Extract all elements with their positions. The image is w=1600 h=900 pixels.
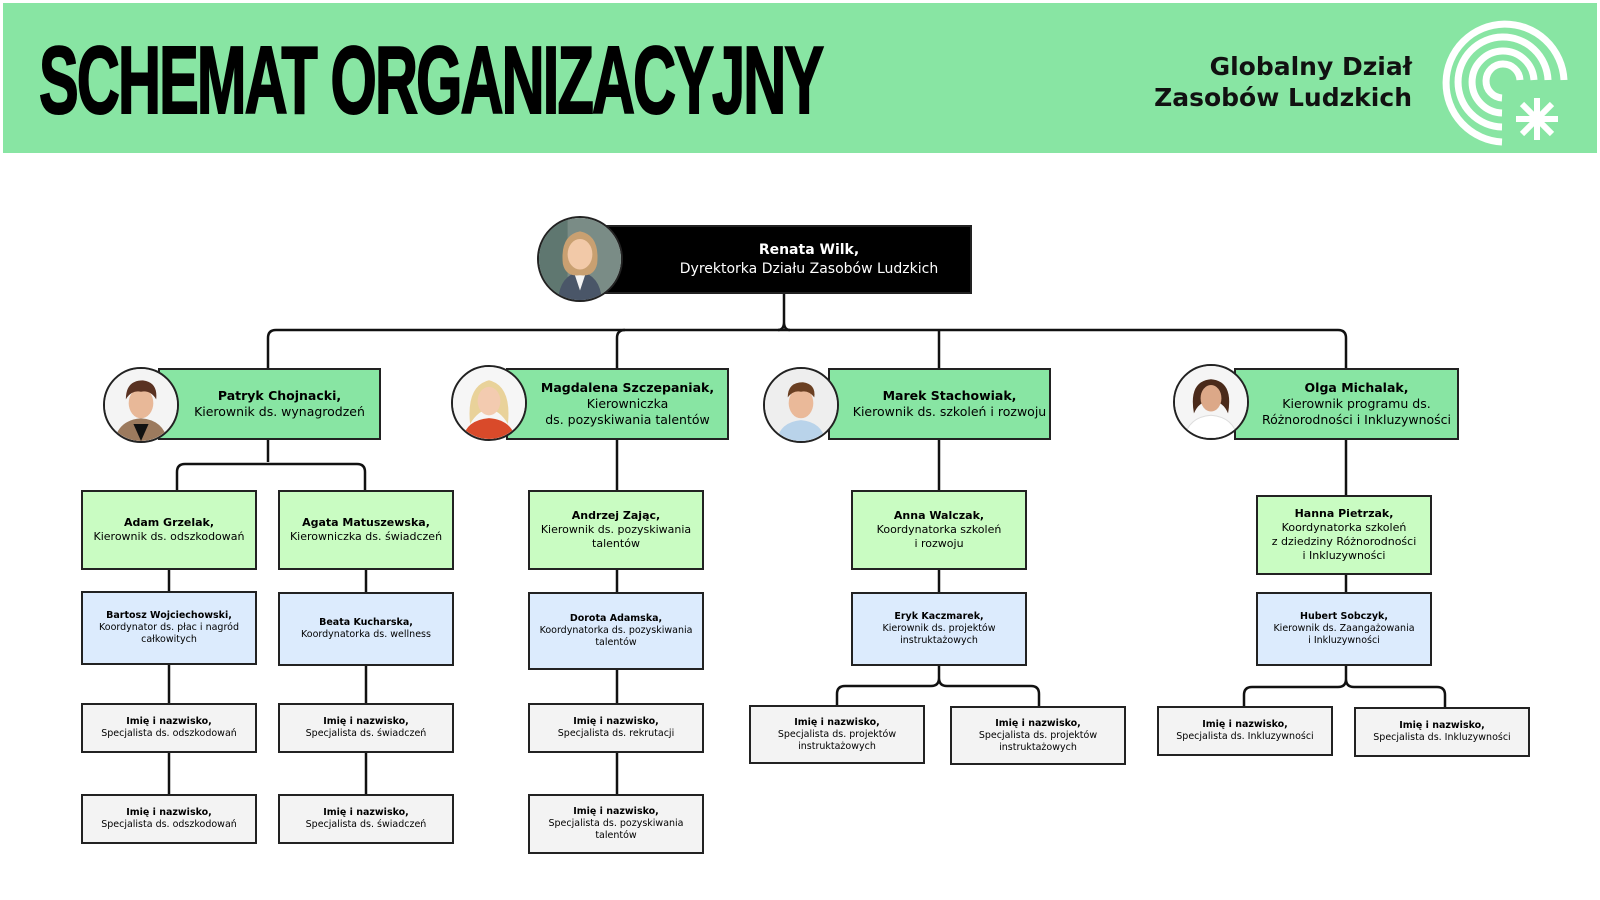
coordinator-name: Bartosz Wojciechowski,: [106, 610, 232, 621]
connector-to-manager-2: [615, 328, 626, 368]
lead-name: Anna Walczak,: [893, 509, 985, 522]
page-title: SCHEMAT ORGANIZACYJNY: [38, 27, 824, 134]
specialist-name: Imię i nazwisko,: [1399, 720, 1485, 731]
specialist-card[interactable]: Imię i nazwisko, Specjalista ds. pozyski…: [528, 794, 704, 854]
coordinator-role: Koordynator ds. płac i nagród całkowityc…: [99, 622, 239, 645]
lead-role: Koordynatorka szkoleń i rozwoju: [876, 523, 1002, 550]
coordinator-card[interactable]: Dorota Adamska, Koordynatorka ds. pozysk…: [528, 592, 704, 670]
specialist-card[interactable]: Imię i nazwisko, Specjalista ds. odszkod…: [81, 794, 257, 844]
specialist-role: Specjalista ds. świadczeń: [305, 728, 427, 739]
manager-photo: [763, 367, 839, 443]
specialist-name: Imię i nazwisko,: [1202, 719, 1288, 730]
manager-card[interactable]: Patryk Chojnacki, Kierownik ds. wynagrod…: [158, 368, 381, 440]
specialist-role: Specjalista ds. projektów instruktażowyc…: [978, 729, 1098, 753]
lead-name: Agata Matuszewska,: [302, 516, 430, 529]
specialist-role: Specjalista ds. Inkluzywności: [1373, 732, 1511, 743]
manager-photo: [103, 367, 179, 443]
coordinator-role: Koordynatorka ds. pozyskiwania talentów: [539, 625, 693, 648]
coordinator-name: Eryk Kaczmarek,: [894, 611, 984, 622]
manager-name: Olga Michalak,: [1304, 380, 1409, 395]
coordinator-name: Hubert Sobczyk,: [1300, 611, 1388, 622]
specialist-card[interactable]: Imię i nazwisko, Specjalista ds. świadcz…: [278, 703, 454, 753]
manager-card[interactable]: Marek Stachowiak, Kierownik ds. szkoleń …: [828, 368, 1051, 440]
coordinator-card[interactable]: Eryk Kaczmarek, Kierownik ds. projektów …: [851, 592, 1027, 666]
specialist-role: Specjalista ds. Inkluzywności: [1176, 731, 1314, 742]
manager-photo: [451, 365, 527, 441]
lead-role: Kierownik ds. pozyskiwania talentów: [540, 523, 692, 550]
specialist-card[interactable]: Imię i nazwisko, Specjalista ds. projekt…: [749, 705, 925, 764]
director-card[interactable]: Renata Wilk, Dyrektorka Działu Zasobów L…: [586, 225, 972, 294]
specialist-card[interactable]: Imię i nazwisko, Specjalista ds. Inkluzy…: [1354, 707, 1530, 757]
specialist-card[interactable]: Imię i nazwisko, Specjalista ds. Inkluzy…: [1157, 706, 1333, 756]
coordinator-name: Dorota Adamska,: [569, 613, 663, 624]
lead-card[interactable]: Anna Walczak, Koordynatorka szkoleń i ro…: [851, 490, 1027, 570]
specialist-name: Imię i nazwisko,: [323, 716, 409, 727]
connector-col4-b: [835, 666, 1041, 706]
specialist-card[interactable]: Imię i nazwisko, Specjalista ds. rekruta…: [528, 703, 704, 753]
manager-role: Kierownik ds. szkoleń i rozwoju: [852, 404, 1047, 419]
specialist-name: Imię i nazwisko,: [126, 807, 212, 818]
specialist-role: Specjalista ds. odszkodowań: [101, 728, 237, 739]
header-banner: SCHEMAT ORGANIZACYJNY Globalny Dział Zas…: [3, 3, 1597, 153]
lead-role: Kierowniczka ds. świadczeń: [289, 530, 443, 543]
coordinator-card[interactable]: Hubert Sobczyk, Kierownik ds. Zaangażowa…: [1256, 592, 1432, 666]
specialist-card[interactable]: Imię i nazwisko, Specjalista ds. świadcz…: [278, 794, 454, 844]
department-name: Globalny Dział Zasobów Ludzkich: [1154, 51, 1412, 113]
coordinator-card[interactable]: Bartosz Wojciechowski, Koordynator ds. p…: [81, 591, 257, 665]
connector-to-manager-4: [1337, 328, 1348, 368]
coordinator-name: Beata Kucharska,: [319, 617, 413, 628]
lead-name: Hanna Pietrzak,: [1294, 507, 1394, 520]
manager-name: Magdalena Szczepaniak,: [540, 380, 715, 395]
specialist-role: Specjalista ds. projektów instruktażowyc…: [777, 728, 897, 752]
manager-role: Kierownik programu ds. Różnorodności i I…: [1261, 396, 1452, 427]
specialist-role: Specjalista ds. rekrutacji: [557, 728, 675, 739]
connector-director-trunk: [777, 294, 791, 332]
manager-photo: [1173, 364, 1249, 440]
specialist-name: Imię i nazwisko,: [323, 807, 409, 818]
manager-name: Patryk Chojnacki,: [217, 388, 342, 403]
coordinator-role: Kierownik ds. Zaangażowania i Inkluzywno…: [1273, 623, 1415, 646]
manager-name: Marek Stachowiak,: [882, 388, 1017, 403]
connector-col5-b: [1242, 666, 1447, 707]
lead-card[interactable]: Hanna Pietrzak, Koordynatorka szkoleń z …: [1256, 495, 1432, 575]
manager-card[interactable]: Olga Michalak, Kierownik programu ds. Ró…: [1234, 368, 1459, 440]
department-line-2: Zasobów Ludzkich: [1154, 83, 1412, 112]
lead-name: Andrzej Zając,: [571, 509, 661, 522]
lead-card[interactable]: Agata Matuszewska, Kierowniczka ds. świa…: [278, 490, 454, 570]
specialist-role: Specjalista ds. pozyskiwania talentów: [548, 818, 684, 841]
manager-card[interactable]: Magdalena Szczepaniak, Kierowniczka ds. …: [506, 368, 729, 440]
manager-role: Kierownik ds. wynagrodzeń: [194, 404, 365, 419]
coordinator-card[interactable]: Beata Kucharska, Koordynatorka ds. welln…: [278, 592, 454, 666]
specialist-name: Imię i nazwisko,: [995, 717, 1081, 729]
lead-name: Adam Grzelak,: [123, 516, 215, 529]
director-name: Renata Wilk,: [758, 241, 860, 258]
specialist-role: Specjalista ds. świadczeń: [305, 819, 427, 830]
director-photo: [537, 216, 623, 302]
specialist-role: Specjalista ds. odszkodowań: [101, 819, 237, 830]
concentric-arcs-logo-icon: [1442, 20, 1568, 146]
manager-role: Kierowniczka ds. pozyskiwania talentów: [545, 396, 710, 427]
director-role: Dyrektorka Działu Zasobów Ludzkich: [679, 260, 939, 277]
coordinator-role: Koordynatorka ds. wellness: [301, 629, 431, 640]
lead-role: Koordynatorka szkoleń z dziedziny Różnor…: [1271, 521, 1417, 562]
connector-manager-1-bus: [175, 462, 367, 490]
coordinator-role: Kierownik ds. projektów instruktażowych: [882, 623, 996, 646]
specialist-name: Imię i nazwisko,: [794, 716, 880, 728]
connector-to-manager-1: [266, 328, 277, 372]
specialist-name: Imię i nazwisko,: [573, 716, 659, 727]
specialist-card[interactable]: Imię i nazwisko, Specjalista ds. projekt…: [950, 706, 1126, 765]
department-line-1: Globalny Dział: [1209, 52, 1412, 81]
lead-card[interactable]: Adam Grzelak, Kierownik ds. odszkodowań: [81, 490, 257, 570]
lead-role: Kierownik ds. odszkodowań: [93, 530, 245, 543]
specialist-name: Imię i nazwisko,: [573, 806, 659, 817]
specialist-name: Imię i nazwisko,: [126, 716, 212, 727]
lead-card[interactable]: Andrzej Zając, Kierownik ds. pozyskiwani…: [528, 490, 704, 570]
specialist-card[interactable]: Imię i nazwisko, Specjalista ds. odszkod…: [81, 703, 257, 753]
